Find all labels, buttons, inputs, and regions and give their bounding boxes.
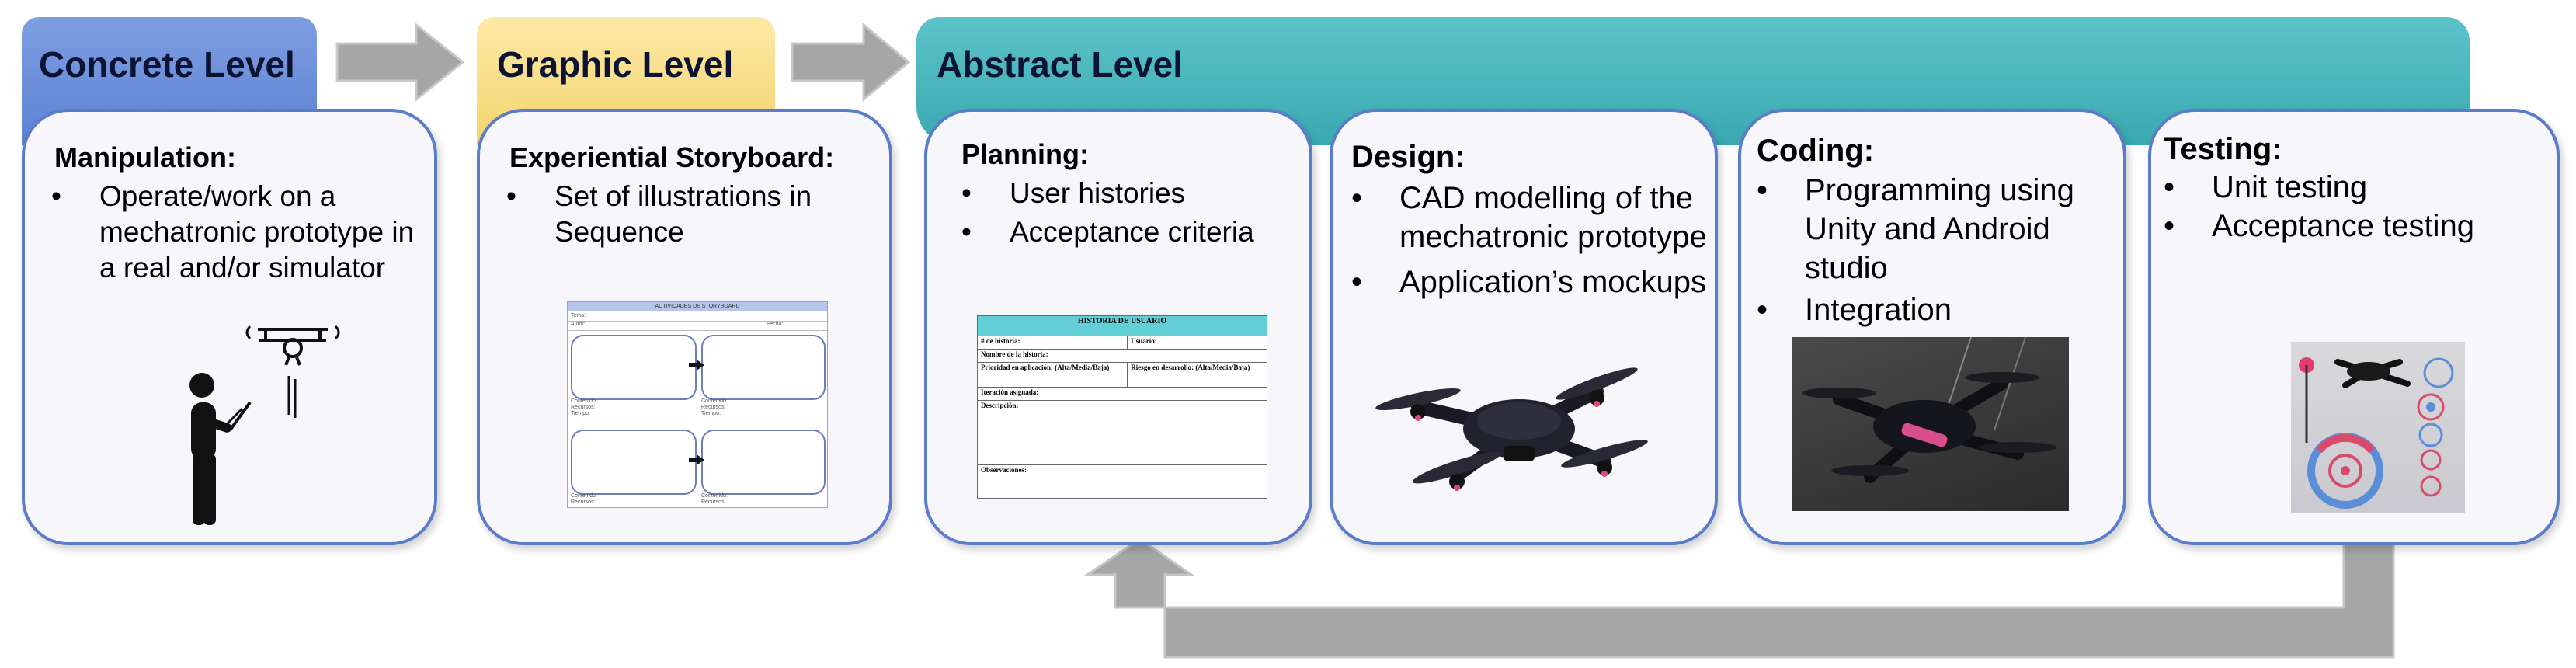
list-item: •Operate/work on a mechatronic prototype… [51,180,415,284]
storyboard-cell-label: Tiempo: [701,411,721,416]
storyboard-panel [571,430,697,495]
storyboard-cell-label: Contenido: [701,493,728,499]
list-item: •Acceptance testing [2164,209,2474,243]
storyboard-row-label: Autor: [571,322,586,327]
unity-scene-screenshot [1792,337,2069,511]
storyboard-panel [571,335,697,400]
manipulation-card: Manipulation: •Operate/work on a mechatr… [22,109,437,545]
card-bullets: •Operate/work on a mechatronic prototype… [51,179,424,286]
user-story-form-title: HISTORIA DE USUARIO [977,315,1267,336]
storyboard-cell-label: Recursos: [701,405,726,410]
drone-cad-model-icon [1375,367,1648,491]
graphic-level-title: Graphic Level [497,44,734,85]
storyboard-arrow-icon [689,360,704,371]
card-bullets: •User histories •Acceptance criteria [961,174,1303,252]
form-field-label: Descripción: [977,399,1267,466]
arrow-graphic-to-abstract-icon [791,22,911,103]
design-card: Design: •CAD modelling of the mechatroni… [1330,109,1718,545]
form-field-label: Nombre de la historia: [977,348,1267,363]
storyboard-cell-label: Contenido: [701,398,728,404]
list-item: •CAD modelling of the mechatronic protot… [1351,181,1707,254]
form-field-label: Prioridad en aplicación: (Alta/Media/Baj… [976,361,1128,388]
list-item: •User histories [961,177,1186,209]
testing-card: Testing: •Unit testing •Acceptance testi… [2148,109,2560,545]
card-title: Experiential Storyboard: [509,141,835,173]
storyboard-cell-label: Contenido: [571,398,597,404]
card-title: Design: [1351,140,1465,174]
storyboard-row-label: Fecha: [767,322,784,327]
card-title: Manipulation: [54,141,236,173]
card-bullets: •CAD modelling of the mechatronic protot… [1351,179,1716,301]
storyboard-cell-label: Tiempo: [571,411,591,416]
storyboard-cell-label: Contenido: [571,493,597,499]
storyboard-cell-label: Recursos: [571,405,596,410]
form-field-label: Observaciones: [977,464,1267,499]
form-field-label: Iteración asignada: [977,386,1267,401]
list-item: •Set of illustrations in Sequence [506,180,812,248]
form-field-label: Usuario: [1127,335,1267,350]
abstract-level-title: Abstract Level [937,44,1184,85]
storyboard-divider [568,330,827,331]
storyboard-panel [701,335,826,400]
user-story-form-image: HISTORIA DE USUARIO # de historia:Usuari… [976,315,1267,499]
unity-drone-icon [1802,337,2056,483]
coding-card: Coding: •Programming using Unity and And… [1738,109,2126,545]
storyboard-doc-title: ACTIVIDADES DE STORYBOARD [568,302,827,311]
ar-app-controls-icon [2299,357,2454,509]
card-title: Testing: [2164,132,2282,166]
card-bullets: •Programming using Unity and Android stu… [1757,171,2114,329]
arrow-concrete-to-graphic-icon [335,22,465,103]
form-field-label: # de historia: [976,335,1128,350]
storyboard-divider [568,321,827,322]
list-item: •Unit testing [2164,170,2368,204]
storyboard-panel [701,430,826,495]
storyboard-row-label: Tema: [571,313,586,318]
list-item: •Programming using Unity and Android stu… [1757,173,2074,285]
person-operating-drone-icon [189,325,340,525]
feedback-loop-arrow-icon [1083,536,2395,659]
storyboard-cell-label: Recursos: [701,499,726,505]
card-bullets: •Set of illustrations in Sequence [506,179,879,250]
card-title: Coding: [1757,134,1875,168]
planning-card: Planning: •User histories •Acceptance cr… [924,109,1312,545]
form-field-label: Riesgo en desarrollo: (Alta/Media/Baja) [1127,361,1267,388]
card-bullets: •Unit testing •Acceptance testing [2164,168,2552,245]
storyboard-card: Experiential Storyboard: •Set of illustr… [477,109,892,545]
storyboard-template-image: ACTIVIDADES DE STORYBOARD Tema: Autor: F… [567,301,828,508]
ar-app-screenshot [2291,342,2465,513]
list-item: •Integration [1757,293,1952,327]
card-title: Planning: [961,138,1089,170]
list-item: •Acceptance criteria [961,216,1254,248]
storyboard-cell-label: Recursos: [571,499,596,505]
concrete-level-title: Concrete Level [39,44,295,85]
list-item: •Application’s mockups [1351,265,1707,299]
storyboard-arrow-icon [689,454,704,465]
